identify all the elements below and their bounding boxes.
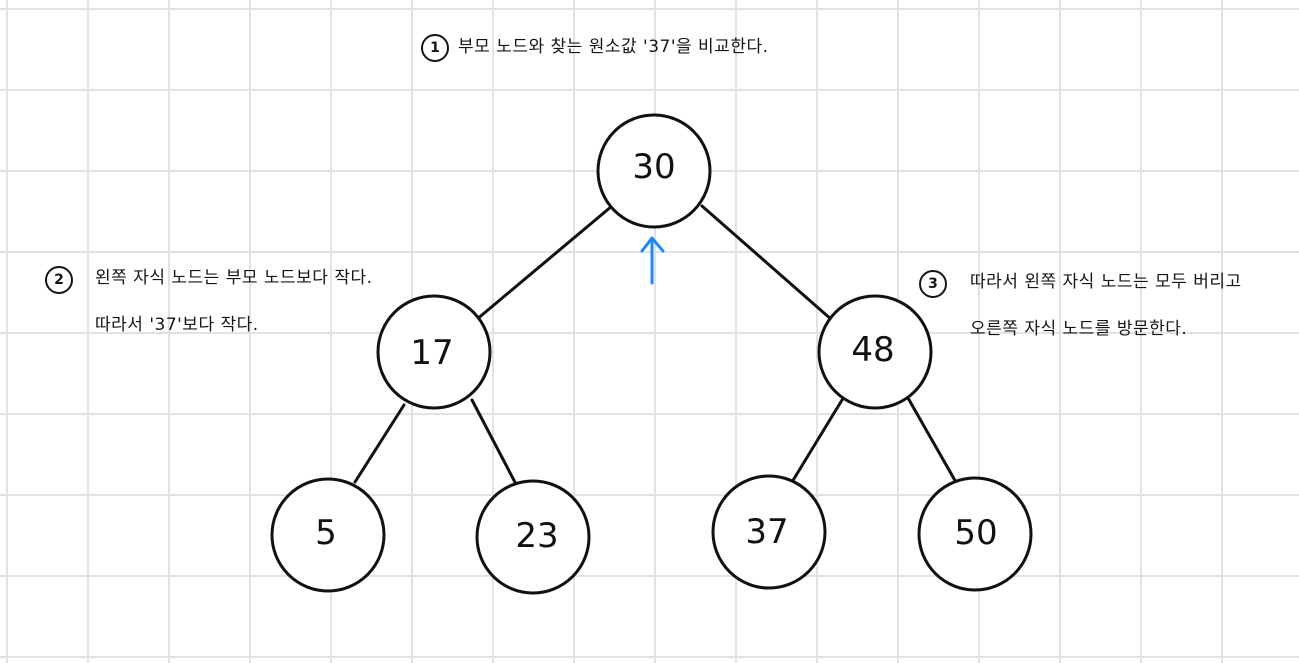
node-label-root: 30 [632,147,675,187]
step-1-line-1: 부모 노드와 찾는 원소값 '37'을 비교한다. [458,37,769,57]
step-1-text: 부모 노드와 찾는 원소값 '37'을 비교한다. [458,39,769,56]
step-2-line-2: 따라서 '37'보다 작다. [95,315,259,335]
tree-node-root: 30 [596,113,712,229]
edge-root-left [474,204,614,322]
tree-node-right-right: 50 [917,476,1033,592]
up-arrow-icon [640,236,665,285]
node-label-right: 48 [851,330,894,370]
node-label-left-right: 23 [515,516,558,556]
tree-node-left-right: 23 [475,479,591,595]
edge-right-rightchild [906,396,959,486]
node-label-left-left: 5 [315,513,337,553]
node-label-right-right: 50 [954,513,997,553]
step-3-number: 3 [928,276,938,292]
tree-node-left-left: 5 [270,477,386,593]
step-1-badge: 1 [421,34,449,62]
tree-node-right: 48 [817,294,933,410]
step-2-line-1: 왼쪽 자식 노드는 부모 노드보다 작다. [95,268,373,288]
step-2-number: 2 [54,272,64,288]
step-1-number: 1 [430,40,440,56]
step-3-line-1: 따라서 왼쪽 자식 노드는 모두 버리고 [970,272,1242,292]
edge-right-leftchild [790,398,844,484]
edge-left-leftchild [353,403,406,484]
step-3-line-2: 오른쪽 자식 노드를 방문한다. [970,319,1188,339]
edge-root-right [700,204,834,322]
tree-node-left: 17 [376,294,492,410]
tree-node-right-left: 37 [711,474,827,590]
edge-left-rightchild [470,398,520,490]
step-2-text: 왼쪽 자식 노드는 부모 노드보다 작다. 따라서 '37'보다 작다. [95,270,373,334]
step-3-text: 따라서 왼쪽 자식 노드는 모두 버리고 오른쪽 자식 노드를 방문한다. [970,274,1242,338]
step-3-badge: 3 [919,270,947,298]
step-2-badge: 2 [45,266,73,294]
node-label-right-left: 37 [745,512,788,552]
node-label-left: 17 [410,333,453,373]
